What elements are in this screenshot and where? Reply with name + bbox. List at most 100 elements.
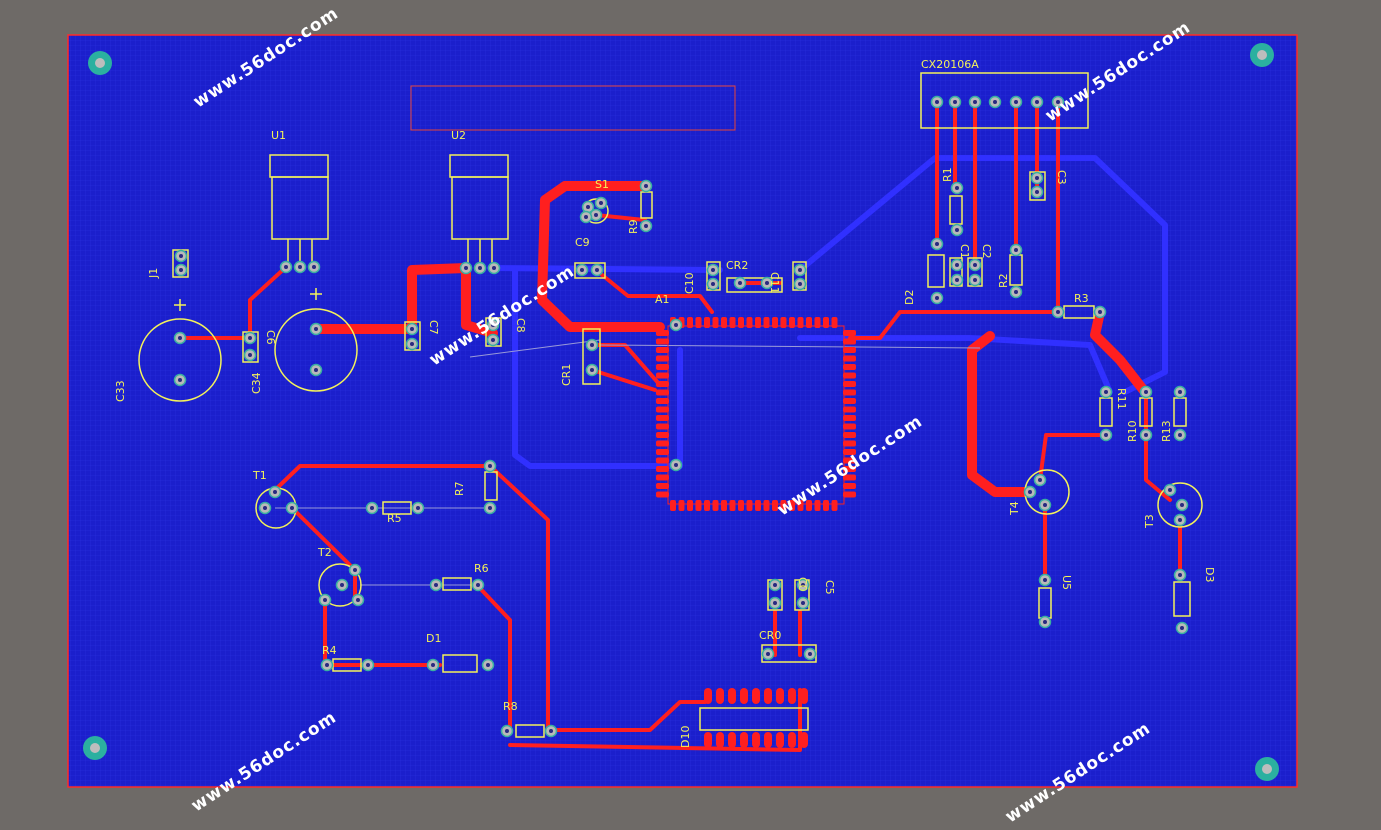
mcu-pad [755, 317, 761, 328]
mcu-pad [656, 330, 669, 336]
dip-pad [800, 688, 808, 704]
via-hole [1038, 478, 1042, 482]
mcu-pad [656, 432, 669, 438]
label-d10: D10 [679, 726, 692, 748]
via-hole [178, 336, 182, 340]
mcu-pad [843, 423, 856, 430]
mcu-pad [843, 491, 856, 498]
mcu-pad [772, 317, 778, 328]
label-r1: R1 [941, 167, 954, 182]
mcu-pad [843, 372, 856, 379]
via-hole [765, 281, 769, 285]
mcu-pad [695, 500, 702, 511]
label-c7: C7 [427, 320, 440, 335]
via-hole [955, 278, 959, 282]
via-hole [1180, 626, 1184, 630]
mcu-pad [843, 483, 856, 489]
mcu-pad [772, 500, 778, 511]
dip-pad [728, 732, 736, 748]
dip-pad [776, 732, 784, 748]
via-hole [248, 336, 252, 340]
via-hole [1178, 518, 1182, 522]
via-hole [1144, 390, 1148, 394]
via-hole [416, 506, 420, 510]
label-c9: C9 [575, 236, 590, 249]
label-j1: J1 [147, 268, 160, 279]
mcu-pad [729, 500, 736, 511]
mcu-pad [831, 500, 838, 511]
via-hole [314, 327, 318, 331]
via-hole [314, 368, 318, 372]
via-hole [586, 205, 590, 209]
lcd-keepout [410, 85, 736, 131]
label-r9: R9 [627, 219, 640, 234]
mcu-pad [712, 317, 719, 328]
mcu-pad [687, 500, 693, 511]
dip-pad [800, 732, 808, 748]
mcu-pad [843, 466, 856, 472]
mcu-a1 [656, 317, 856, 511]
via-hole [1014, 290, 1018, 294]
label-c10: C10 [683, 272, 696, 294]
via-hole [955, 263, 959, 267]
via-hole [955, 228, 959, 232]
mcu-pad [814, 500, 821, 511]
via-hole [773, 583, 777, 587]
mcu-pad [656, 415, 669, 421]
mcu-pad [721, 500, 727, 511]
via-hole [263, 506, 267, 510]
via-hole [590, 368, 594, 372]
via-hole [674, 463, 678, 467]
via-hole [1104, 390, 1108, 394]
dip-pad [704, 732, 712, 748]
via-hole [798, 268, 802, 272]
mcu-pad [755, 500, 761, 511]
mcu-pad [670, 500, 676, 511]
label-t3: T3 [1143, 514, 1156, 529]
mcu-pad [763, 317, 770, 328]
label-r11: R11 [1115, 388, 1128, 410]
dip-pad [752, 688, 760, 704]
mcu-pad [656, 372, 669, 379]
label-u2: U2 [451, 129, 466, 142]
via-hole [973, 263, 977, 267]
mcu-pad [746, 317, 753, 328]
label-c11: C11 [768, 272, 781, 294]
mounting-holes [83, 43, 1279, 781]
via-hole [599, 201, 603, 205]
dip-pad [704, 688, 712, 704]
dip-pad [764, 688, 772, 704]
via-hole [766, 652, 770, 656]
via-hole [711, 282, 715, 286]
mcu-pad [746, 500, 753, 511]
via-hole [808, 652, 812, 656]
mcu-pad [656, 483, 669, 489]
via-hole [973, 100, 977, 104]
dip-pad [788, 732, 796, 748]
label-d3: D3 [1203, 567, 1216, 582]
via-hole [644, 224, 648, 228]
dip-pad [764, 732, 772, 748]
mcu-pad [656, 474, 669, 481]
via-hole [935, 296, 939, 300]
label-d2: D2 [903, 290, 916, 305]
mcu-pad [843, 398, 856, 404]
label-t4: T4 [1008, 501, 1021, 516]
mcu-pad [843, 347, 856, 353]
mcu-pad [843, 449, 856, 455]
mcu-pad [738, 500, 744, 511]
mcu-pad [656, 347, 669, 353]
label-t1: T1 [252, 469, 267, 482]
dip-pad [752, 732, 760, 748]
mcu-pad [656, 440, 669, 447]
via-hole [935, 100, 939, 104]
via-hole [973, 278, 977, 282]
label-d1: D1 [426, 632, 441, 645]
via-hole [594, 213, 598, 217]
mcu-pad [729, 317, 736, 328]
label-u5: U5 [1060, 575, 1073, 590]
via-hole [1035, 190, 1039, 194]
mcu-pad [843, 381, 856, 387]
via-hole [323, 598, 327, 602]
mcu-pad [797, 317, 804, 328]
